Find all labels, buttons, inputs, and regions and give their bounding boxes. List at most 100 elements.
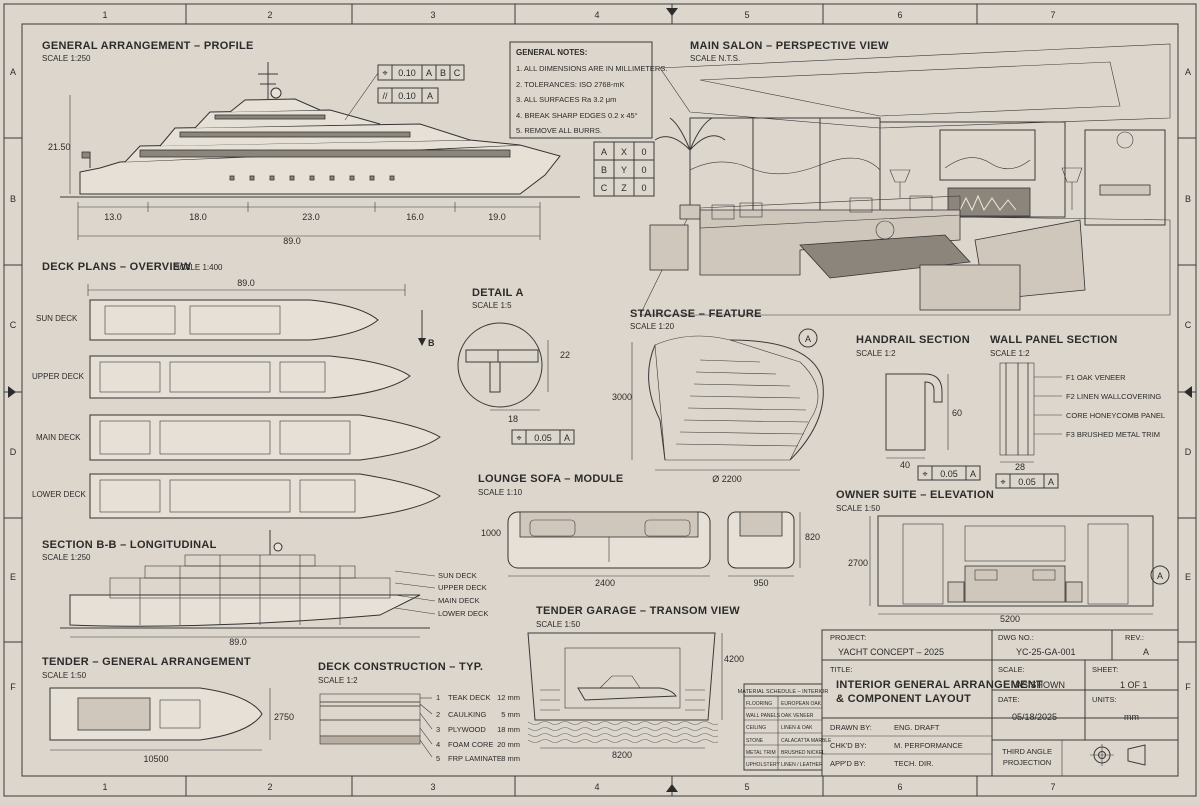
grid-row-b-right: B	[1185, 194, 1191, 204]
tender-ga: TENDER – GENERAL ARRANGEMENT SCALE 1:50 …	[42, 656, 294, 764]
notes-title: GENERAL NOTES:	[516, 48, 587, 57]
wall-layer-core: CORE HONEYCOMB PANEL	[1066, 411, 1165, 420]
grid-row-b: B	[10, 194, 16, 204]
profile-segment-1: 13.0	[104, 212, 122, 222]
datum-cell: Z	[621, 183, 627, 193]
profile-view: GENERAL ARRANGEMENT – PROFILE SCALE 1:25…	[42, 40, 580, 246]
garage-water	[528, 720, 718, 744]
datum-cell: B	[601, 165, 607, 175]
wall-layer-f1: F1 OAK VENEER	[1066, 373, 1126, 382]
handrail-dim-h: 40	[900, 460, 910, 470]
garage-scale: SCALE 1:50	[536, 620, 581, 629]
grid-rows-left: A B C D E F	[10, 67, 17, 692]
position-symbol-icon: ⌖	[922, 469, 927, 479]
handrail-dim-v: 60	[952, 408, 962, 418]
position-symbol-icon: ⌖	[1000, 477, 1005, 487]
callout-label: A	[1157, 571, 1163, 581]
detail-a: DETAIL A SCALE 1:5 22 18 ⌖ 0.05 A	[457, 287, 575, 445]
section-hull	[69, 594, 421, 627]
wall-panel-leaders	[1034, 376, 1062, 435]
svg-text:3: 3	[436, 725, 440, 734]
datum-cell: A	[601, 147, 607, 157]
grid-row-a-right: A	[1185, 67, 1191, 77]
deck-construction-scale: SCALE 1:2	[318, 676, 358, 685]
title-block: PROJECT: YACHT CONCEPT – 2025 DWG NO.: Y…	[821, 629, 1179, 777]
deck-layer-2: 2 CAULKING 5 mm	[436, 710, 520, 719]
wall-panel-title: WALL PANEL SECTION	[990, 334, 1118, 346]
inner-border	[21, 23, 1179, 777]
tender-title: TENDER – GENERAL ARRANGEMENT	[42, 656, 251, 668]
tender-garage: TENDER GARAGE – TRANSOM VIEW SCALE 1:50 …	[527, 605, 744, 760]
profile-segment-5: 19.0	[488, 212, 506, 222]
datum-cell: Y	[621, 165, 627, 175]
wall-layer-f2: F2 LINEN WALLCOVERING	[1066, 392, 1161, 401]
salon-mountains	[689, 157, 881, 175]
sofa-height-dim: 1000	[481, 528, 501, 538]
tender-length-dim: 10500	[143, 754, 168, 764]
suite-bed	[964, 565, 1066, 603]
gdt-leader	[344, 72, 379, 121]
svg-text:TEAK DECK: TEAK DECK	[448, 693, 491, 702]
material-category: STONE	[746, 738, 764, 744]
tender-height-dim: 2750	[274, 712, 294, 722]
main-salon-view: MAIN SALON – PERSPECTIVE VIEW SCALE N.T.…	[639, 40, 1171, 316]
flower-vase-icon	[875, 220, 895, 240]
material-category: METAL TRIM	[746, 750, 776, 756]
gdt-value: 0.05	[1018, 477, 1036, 487]
detail-a-circle	[457, 322, 543, 408]
general-notes: GENERAL NOTES: 1. ALL DIMENSIONS ARE IN …	[509, 41, 667, 139]
grid-row-f-right: F	[1185, 682, 1191, 692]
deck-plans-overall-dim: 89.0	[237, 278, 255, 288]
profile-windows-sun	[214, 114, 326, 120]
project-value: YACHT CONCEPT – 2025	[838, 647, 944, 657]
svg-text:FRP LAMINATE: FRP LAMINATE	[448, 754, 502, 763]
detail-a-gdt	[511, 429, 575, 445]
staircase-stringer	[648, 344, 666, 461]
gdt-value: 0.10	[398, 68, 416, 78]
owner-suite-title: OWNER SUITE – ELEVATION	[836, 489, 994, 501]
svg-text:5: 5	[436, 754, 440, 763]
lamp-icon	[1061, 167, 1083, 183]
staircase-diameter-dim: Ø 2200	[712, 474, 742, 484]
wall-panel-scale: SCALE 1:2	[990, 349, 1030, 358]
datum-cell: 0	[641, 147, 646, 157]
grid-col-1: 1	[102, 10, 107, 20]
staircase-treads	[675, 359, 809, 447]
salon-painting	[939, 129, 1036, 181]
handrail-profile	[885, 373, 943, 451]
salon-title: MAIN SALON – PERSPECTIVE VIEW	[690, 40, 889, 52]
lower-deck-plan	[89, 473, 441, 519]
rev-value: A	[1143, 647, 1149, 657]
deck-plans-title: DECK PLANS – OVERVIEW	[42, 261, 191, 273]
garage-title: TENDER GARAGE – TRANSOM VIEW	[536, 605, 740, 617]
garage-height-dim: 4200	[724, 654, 744, 664]
section-bb-scale: SCALE 1:250	[42, 553, 91, 562]
deck-layer-1: 1 TEAK DECK 12 mm	[436, 693, 520, 702]
salon-ceiling-tray	[699, 61, 1121, 117]
staircase-callout	[798, 328, 818, 348]
checked-value: M. PERFORMANCE	[894, 741, 963, 750]
grid-columns-top: 1 2 3 4 5 6 7	[102, 10, 1055, 20]
note-4: 4. BREAK SHARP EDGES 0.2 x 45°	[516, 111, 638, 120]
suite-painting	[964, 525, 1066, 562]
svg-text:PLYWOOD: PLYWOOD	[448, 725, 486, 734]
scale-value: AS SHOWN	[1016, 680, 1065, 690]
material-spec: OAK VENEER	[781, 713, 814, 719]
detail-a-dim-h: 18	[508, 414, 518, 424]
grid-row-a: A	[10, 67, 16, 77]
material-category: UPHOLSTERY	[746, 762, 780, 768]
material-spec: LINEN / LEATHER	[781, 762, 823, 768]
dwg-label: DWG NO.:	[998, 633, 1034, 642]
profile-overall-dim: 89.0	[283, 236, 301, 246]
gdt-value: 0.10	[398, 91, 416, 101]
material-spec: BRUSHED NICKEL	[781, 750, 825, 756]
section-label-lower: LOWER DECK	[438, 609, 488, 618]
material-category: CEILING	[746, 725, 766, 731]
coffee-table	[799, 234, 971, 279]
profile-scale: SCALE 1:250	[42, 54, 91, 63]
deck-label-lower: LOWER DECK	[32, 490, 86, 499]
approved-label: APP'D BY:	[830, 759, 866, 768]
deck-label-main: MAIN DECK	[36, 433, 81, 442]
